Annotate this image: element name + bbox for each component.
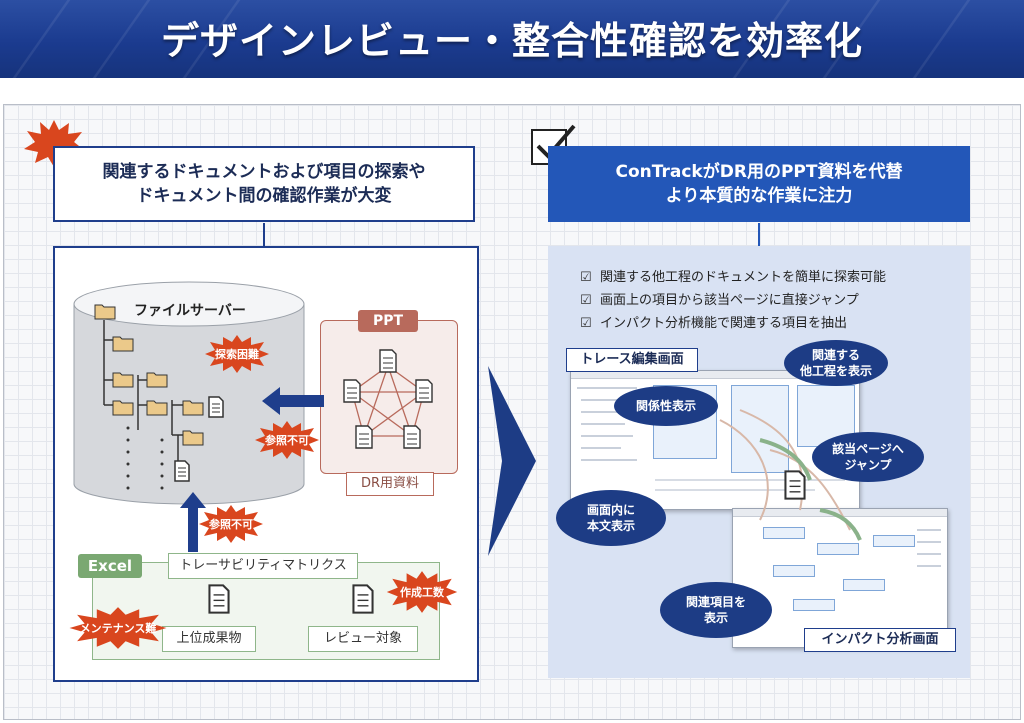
maintenance-difficult-burst: メンテナンス難 <box>68 606 168 650</box>
creation-effort-text: 作成工数 <box>400 586 444 599</box>
folder-icon <box>182 430 204 446</box>
arrow-left-icon <box>262 387 324 415</box>
folder-icon <box>94 304 116 320</box>
document-icon <box>208 584 230 614</box>
problem-line-2: ドキュメント間の確認作業が大変 <box>136 186 392 206</box>
review-target-label: レビュー対象 <box>308 626 418 652</box>
document-icon <box>174 460 190 482</box>
problem-line-1: 関連するドキュメントおよび項目の探索や <box>102 162 426 182</box>
traceability-label: トレーサビリティマトリクス <box>168 553 358 579</box>
upper-deliverable-label: 上位成果物 <box>162 626 256 652</box>
trace-screen-label: トレース編集画面 <box>566 348 698 372</box>
maintenance-difficult-text: メンテナンス難 <box>79 622 157 635</box>
page-title: デザインレビュー・整合性確認を効率化 <box>160 19 863 63</box>
folder-icon <box>146 400 168 416</box>
folder-icon <box>146 372 168 388</box>
problem-title-box: 関連するドキュメントおよび項目の探索や ドキュメント間の確認作業が大変 <box>53 146 475 222</box>
search-difficult-burst: 探索困難 <box>204 334 270 374</box>
callout-related-process: 関連する 他工程を表示 <box>784 340 888 386</box>
document-icon <box>352 584 374 614</box>
dr-material-label: DR用資料 <box>346 472 434 496</box>
no-reference-burst-2: 参照不可 <box>194 504 268 544</box>
file-server-label: ファイルサーバー <box>134 303 246 319</box>
arrow-up-icon <box>180 492 206 552</box>
benefit-item-3: ☑インパクト分析機能で関連する項目を抽出 <box>580 316 848 331</box>
right-connector <box>758 223 760 246</box>
benefit-item-1: ☑関連する他工程のドキュメントを簡単に探索可能 <box>580 270 887 285</box>
folder-icon <box>112 400 134 416</box>
ppt-network <box>343 349 433 449</box>
callout-related-items: 関連項目を 表示 <box>660 582 772 638</box>
excel-tag: Excel <box>78 554 142 578</box>
file-server-cylinder <box>73 281 305 505</box>
checkbox-icon: ☑ <box>580 293 592 308</box>
solution-line-2: より本質的な作業に注力 <box>665 186 853 206</box>
creation-effort-burst: 作成工数 <box>382 570 462 614</box>
ppt-box <box>320 320 458 474</box>
header-banner: デザインレビュー・整合性確認を効率化 <box>0 0 1024 78</box>
folder-icon <box>112 336 134 352</box>
benefit-item-2: ☑画面上の項目から該当ページに直接ジャンプ <box>580 293 859 308</box>
document-icon <box>784 470 806 500</box>
arrow-right-icon <box>488 366 536 556</box>
callout-jump: 該当ページへ ジャンプ <box>812 432 924 482</box>
solution-title-box: ConTrackがDR用のPPT資料を代替 より本質的な作業に注力 <box>548 146 970 222</box>
callout-body-text: 画面内に 本文表示 <box>556 490 666 546</box>
search-difficult-text: 探索困難 <box>215 348 259 361</box>
left-connector <box>263 223 265 246</box>
folder-icon <box>182 400 204 416</box>
solution-line-1: ConTrackがDR用のPPT資料を代替 <box>615 162 903 182</box>
no-reference-text-2: 参照不可 <box>209 518 253 531</box>
callout-relationship: 関係性表示 <box>614 386 718 426</box>
impact-screen-label: インパクト分析画面 <box>804 628 956 652</box>
ppt-tag: PPT <box>358 310 418 332</box>
no-reference-text-1: 参照不可 <box>265 434 309 447</box>
no-reference-burst-1: 参照不可 <box>250 420 324 460</box>
document-icon <box>208 396 224 418</box>
checkbox-icon: ☑ <box>580 270 592 285</box>
folder-icon <box>112 372 134 388</box>
checkbox-icon: ☑ <box>580 316 592 331</box>
